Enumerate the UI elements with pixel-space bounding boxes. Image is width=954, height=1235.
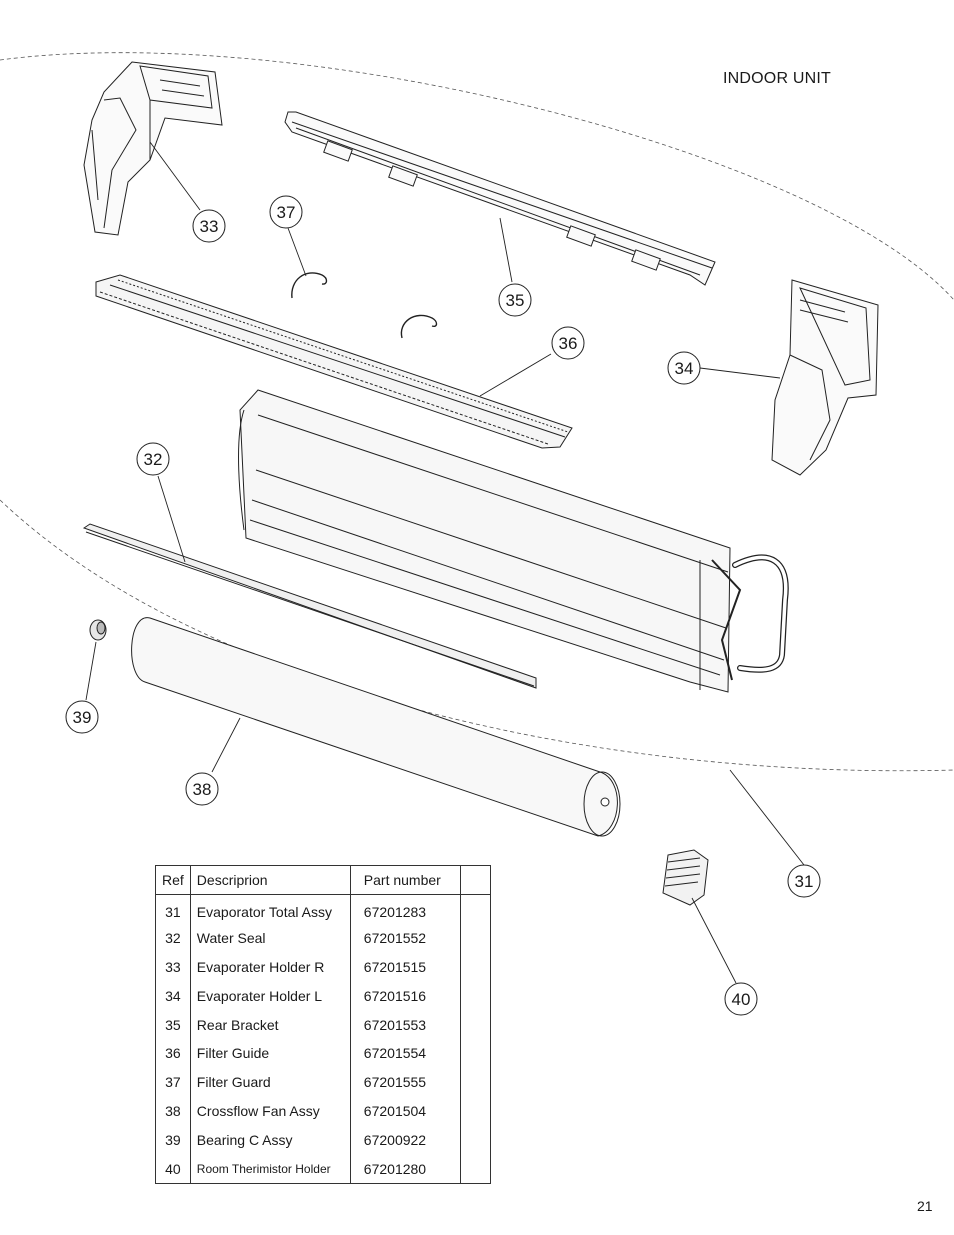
row-description: Bearing C Assy	[189, 1125, 351, 1155]
callout-35-label: 35	[506, 291, 525, 310]
row-ref: 37	[155, 1067, 191, 1097]
row-extra	[459, 1038, 491, 1068]
row-description: Evaporater Holder R	[189, 952, 351, 982]
row-ref: 33	[155, 952, 191, 982]
header-part-number: Part number	[349, 865, 461, 895]
evaporator-group-boundary	[0, 52, 954, 772]
header-extra	[459, 865, 491, 895]
callout-36-label: 36	[559, 334, 578, 353]
callout-40-label: 40	[732, 990, 751, 1009]
row-description: Filter Guide	[189, 1038, 351, 1068]
row-ref: 36	[155, 1038, 191, 1068]
row-extra	[459, 1154, 491, 1184]
row-extra	[459, 981, 491, 1011]
part-room-thermistor-holder	[662, 849, 709, 906]
row-part-number: 67200922	[349, 1125, 461, 1155]
header-ref: Ref	[155, 865, 191, 895]
table-row: 38 Crossflow Fan Assy 67201504	[155, 1096, 491, 1126]
row-description: Evaporater Holder L	[189, 981, 351, 1011]
part-bearing-c-assy	[89, 619, 107, 641]
row-description: Water Seal	[189, 923, 351, 953]
callout-40: 40	[724, 982, 758, 1016]
row-description: Evaporator Total Assy	[189, 894, 351, 924]
table-row: 37 Filter Guard 67201555	[155, 1067, 491, 1097]
parts-table-header: Ref Descriprion Part number	[155, 865, 491, 895]
row-ref: 40	[155, 1154, 191, 1184]
row-extra	[459, 1096, 491, 1126]
row-ref: 35	[155, 1010, 191, 1039]
page-number: 21	[917, 1198, 933, 1214]
part-filter-guard	[291, 272, 438, 339]
callout-36: 36	[551, 326, 585, 360]
callout-38: 38	[185, 772, 219, 806]
section-title: INDOOR UNIT	[723, 70, 831, 87]
callout-32: 32	[136, 442, 170, 476]
callout-34: 34	[667, 351, 701, 385]
part-rear-bracket	[284, 111, 716, 286]
callout-31: 31	[787, 864, 821, 898]
table-row: 39 Bearing C Assy 67200922	[155, 1125, 491, 1155]
row-extra	[459, 1067, 491, 1097]
row-extra	[459, 1125, 491, 1155]
table-row: 34 Evaporater Holder L 67201516	[155, 981, 491, 1011]
row-extra	[459, 952, 491, 982]
row-ref: 32	[155, 923, 191, 953]
callout-38-label: 38	[193, 780, 212, 799]
leader-lines	[85, 141, 805, 984]
row-part-number: 67201555	[349, 1067, 461, 1097]
row-part-number: 67201553	[349, 1010, 461, 1039]
table-row: 31 Evaporator Total Assy 67201283	[155, 894, 491, 924]
table-row: 40 Room Therimistor Holder 67201280	[155, 1154, 491, 1184]
part-filter-guide	[95, 274, 573, 449]
row-part-number: 67201504	[349, 1096, 461, 1126]
callout-39: 39	[65, 700, 99, 734]
row-description: Room Therimistor Holder	[189, 1154, 351, 1184]
row-extra	[459, 923, 491, 953]
row-description: Crossflow Fan Assy	[189, 1096, 351, 1126]
row-description: Filter Guard	[189, 1067, 351, 1097]
row-description: Rear Bracket	[189, 1010, 351, 1039]
row-extra	[459, 1010, 491, 1039]
table-row: 35 Rear Bracket 67201553	[155, 1010, 491, 1039]
callout-37-label: 37	[277, 203, 296, 222]
callout-39-label: 39	[73, 708, 92, 727]
callout-37: 37	[269, 195, 303, 229]
table-row: 36 Filter Guide 67201554	[155, 1038, 491, 1068]
row-ref: 38	[155, 1096, 191, 1126]
callout-35: 35	[498, 283, 532, 317]
parts-table: Ref Descriprion Part number 31 Evaporato…	[155, 865, 491, 1184]
header-description: Descriprion	[189, 865, 351, 895]
part-crossflow-fan-assy	[131, 617, 621, 837]
part-evaporator-total-assy	[238, 389, 789, 693]
table-row: 33 Evaporater Holder R 67201515	[155, 952, 491, 982]
table-row: 32 Water Seal 67201552	[155, 923, 491, 953]
row-part-number: 67201516	[349, 981, 461, 1011]
callout-33-label: 33	[200, 217, 219, 236]
row-part-number: 67201515	[349, 952, 461, 982]
callout-32-label: 32	[144, 450, 163, 469]
row-extra	[459, 894, 491, 924]
row-ref: 31	[155, 894, 191, 924]
callout-34-label: 34	[675, 359, 694, 378]
row-part-number: 67201554	[349, 1038, 461, 1068]
row-part-number: 67201552	[349, 923, 461, 953]
part-evaporator-holder-r	[83, 61, 223, 236]
part-water-seal	[82, 523, 537, 689]
callout-33: 33	[192, 209, 226, 243]
row-part-number: 67201280	[349, 1154, 461, 1184]
callout-31-label: 31	[795, 872, 814, 891]
part-evaporator-holder-l	[771, 279, 879, 476]
row-ref: 34	[155, 981, 191, 1011]
row-part-number: 67201283	[349, 894, 461, 924]
row-ref: 39	[155, 1125, 191, 1155]
